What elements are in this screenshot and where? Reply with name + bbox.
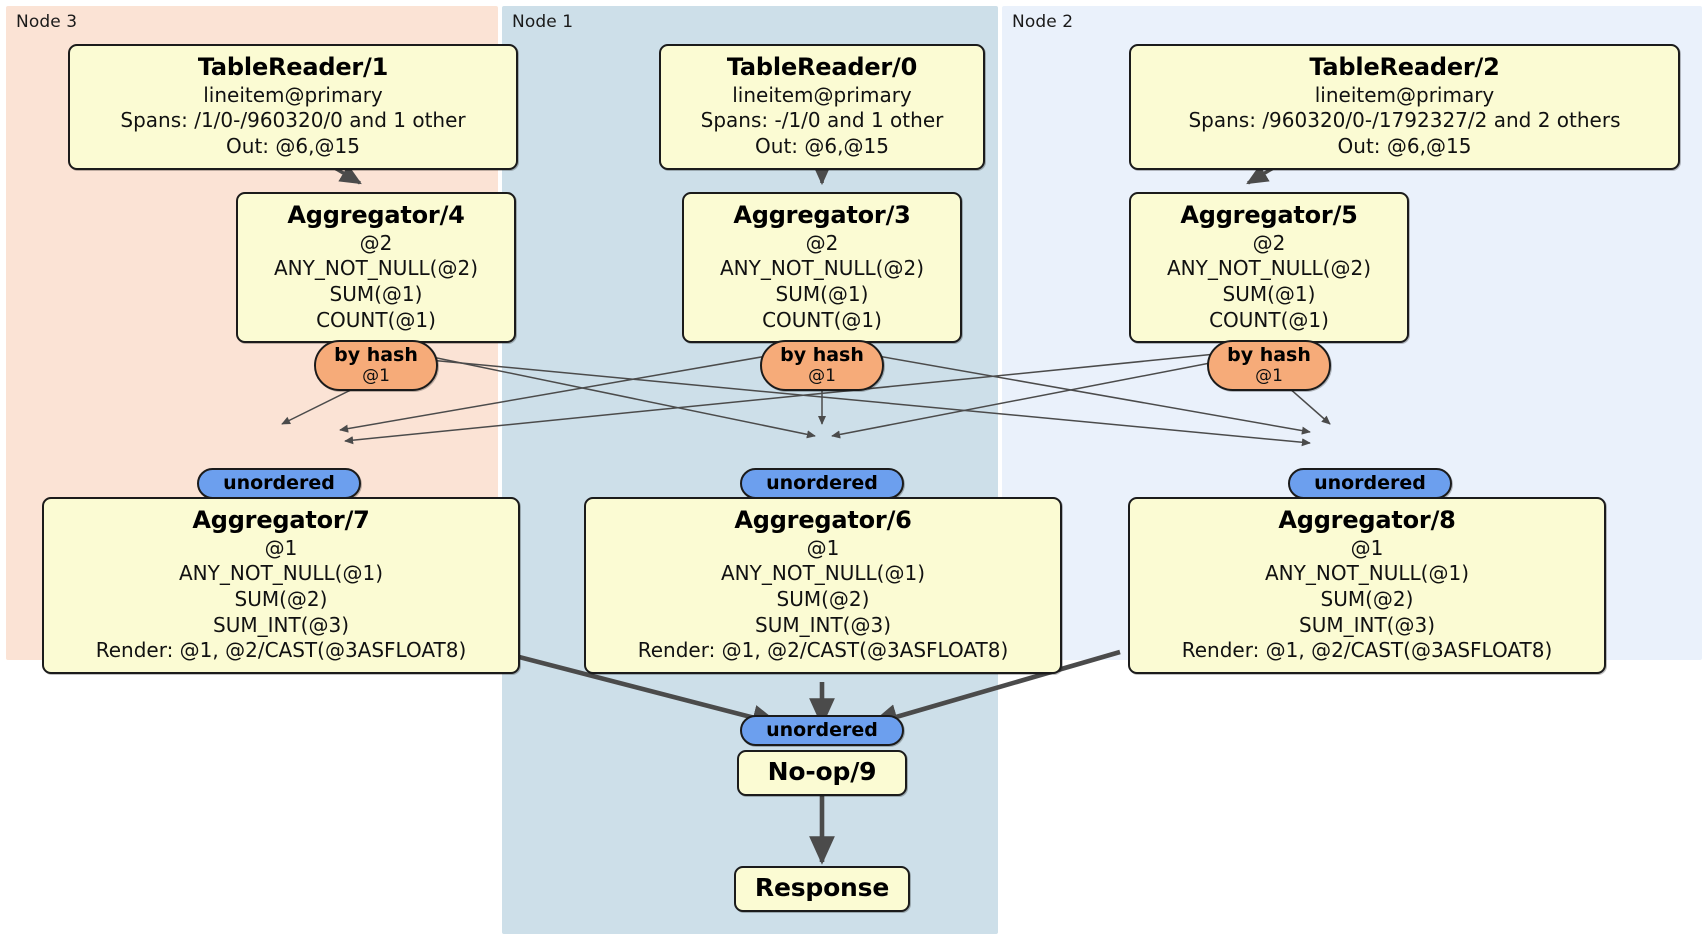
synchronizer-unordered-final[interactable]: unordered	[740, 715, 904, 747]
router-column-label: @1	[808, 366, 836, 387]
router-by-hash-node-1[interactable]: by hash @1	[760, 340, 884, 392]
processor-detail-agg-1: ANY_NOT_NULL(@1)	[1265, 561, 1469, 586]
processor-detail-agg-3: SUM_INT(@3)	[1299, 612, 1435, 637]
processor-detail-groupcol: @1	[1350, 535, 1384, 560]
synchronizer-label: unordered	[766, 472, 878, 494]
processor-aggregator-6[interactable]: Aggregator/6 @1 ANY_NOT_NULL(@1) SUM(@2)…	[584, 497, 1062, 674]
processor-detail-out: Out: @6,@15	[226, 133, 360, 158]
processor-detail-agg-3: COUNT(@1)	[316, 307, 436, 332]
router-type-label: by hash	[780, 344, 864, 366]
router-column-label: @1	[1255, 366, 1283, 387]
processor-title: TableReader/1	[197, 53, 389, 81]
processor-detail-groupcol: @2	[1252, 230, 1286, 255]
processor-detail-agg-2: SUM(@1)	[775, 281, 869, 306]
processor-detail-render: Render: @1, @2/CAST(@3ASFLOAT8)	[95, 638, 467, 663]
processor-detail-agg-2: SUM(@2)	[1320, 586, 1414, 611]
router-by-hash-node-3[interactable]: by hash @1	[314, 340, 438, 392]
processor-aggregator-5[interactable]: Aggregator/5 @2 ANY_NOT_NULL(@2) SUM(@1)…	[1129, 192, 1409, 344]
processor-title: Response	[754, 873, 890, 902]
processor-aggregator-4[interactable]: Aggregator/4 @2 ANY_NOT_NULL(@2) SUM(@1)…	[236, 192, 516, 344]
processor-detail-spans: Spans: -/1/0 and 1 other	[700, 108, 944, 133]
synchronizer-label: unordered	[766, 719, 878, 741]
processor-tablereader-2[interactable]: TableReader/2 lineitem@primary Spans: /9…	[1129, 44, 1680, 170]
processor-title: TableReader/2	[1309, 53, 1500, 81]
synchronizer-unordered-node-2[interactable]: unordered	[1288, 468, 1452, 500]
processor-detail-render: Render: @1, @2/CAST(@3ASFLOAT8)	[1181, 638, 1553, 663]
processor-detail-agg-3: SUM_INT(@3)	[213, 612, 349, 637]
processor-title: Aggregator/3	[733, 201, 911, 229]
processor-title: Aggregator/8	[1278, 506, 1456, 534]
processor-detail-agg-1: ANY_NOT_NULL(@1)	[179, 561, 383, 586]
processor-detail-spans: Spans: /1/0-/960320/0 and 1 other	[120, 108, 466, 133]
processor-detail-table: lineitem@primary	[203, 82, 383, 107]
processor-response[interactable]: Response	[734, 866, 910, 912]
processor-detail-agg-2: SUM(@1)	[329, 281, 423, 306]
processor-title: TableReader/0	[726, 53, 918, 81]
processor-aggregator-3[interactable]: Aggregator/3 @2 ANY_NOT_NULL(@2) SUM(@1)…	[682, 192, 962, 344]
processor-detail-agg-3: COUNT(@1)	[1209, 307, 1329, 332]
processor-detail-agg-1: ANY_NOT_NULL(@2)	[1167, 256, 1371, 281]
synchronizer-unordered-node-3[interactable]: unordered	[197, 468, 361, 500]
synchronizer-unordered-node-1[interactable]: unordered	[740, 468, 904, 500]
router-by-hash-node-2[interactable]: by hash @1	[1207, 340, 1331, 392]
region-node-2-label: Node 2	[1012, 12, 1074, 32]
processor-detail-render: Render: @1, @2/CAST(@3ASFLOAT8)	[637, 638, 1009, 663]
processor-detail-agg-2: SUM(@2)	[234, 586, 328, 611]
processor-title: Aggregator/7	[192, 506, 370, 534]
processor-no-op-9[interactable]: No-op/9	[737, 750, 907, 796]
processor-title: Aggregator/4	[287, 201, 465, 229]
processor-detail-spans: Spans: /960320/0-/1792327/2 and 2 others	[1188, 108, 1621, 133]
processor-detail-out: Out: @6,@15	[1337, 133, 1472, 158]
processor-detail-groupcol: @1	[806, 535, 840, 560]
processor-title: Aggregator/5	[1180, 201, 1358, 229]
processor-tablereader-0[interactable]: TableReader/0 lineitem@primary Spans: -/…	[659, 44, 985, 170]
region-node-3-label: Node 3	[16, 12, 78, 32]
processor-title: No-op/9	[767, 757, 877, 786]
synchronizer-label: unordered	[223, 472, 335, 494]
processor-detail-agg-3: COUNT(@1)	[762, 307, 882, 332]
processor-detail-agg-2: SUM(@1)	[1222, 281, 1316, 306]
processor-detail-agg-1: ANY_NOT_NULL(@1)	[721, 561, 925, 586]
processor-detail-groupcol: @2	[359, 230, 393, 255]
router-column-label: @1	[362, 366, 390, 387]
processor-detail-agg-1: ANY_NOT_NULL(@2)	[274, 256, 478, 281]
processor-aggregator-7[interactable]: Aggregator/7 @1 ANY_NOT_NULL(@1) SUM(@2)…	[42, 497, 520, 674]
processor-detail-out: Out: @6,@15	[755, 133, 889, 158]
processor-detail-agg-3: SUM_INT(@3)	[755, 612, 891, 637]
processor-detail-table: lineitem@primary	[1314, 82, 1495, 107]
processor-detail-agg-1: ANY_NOT_NULL(@2)	[720, 256, 924, 281]
router-type-label: by hash	[1227, 344, 1311, 366]
processor-detail-groupcol: @2	[805, 230, 839, 255]
region-node-1-label: Node 1	[512, 12, 574, 32]
router-type-label: by hash	[334, 344, 418, 366]
processor-aggregator-8[interactable]: Aggregator/8 @1 ANY_NOT_NULL(@1) SUM(@2)…	[1128, 497, 1606, 674]
processor-detail-agg-2: SUM(@2)	[776, 586, 870, 611]
processor-detail-groupcol: @1	[264, 535, 298, 560]
processor-detail-table: lineitem@primary	[732, 82, 912, 107]
processor-title: Aggregator/6	[734, 506, 912, 534]
synchronizer-label: unordered	[1314, 472, 1426, 494]
processor-tablereader-1[interactable]: TableReader/1 lineitem@primary Spans: /1…	[68, 44, 518, 170]
